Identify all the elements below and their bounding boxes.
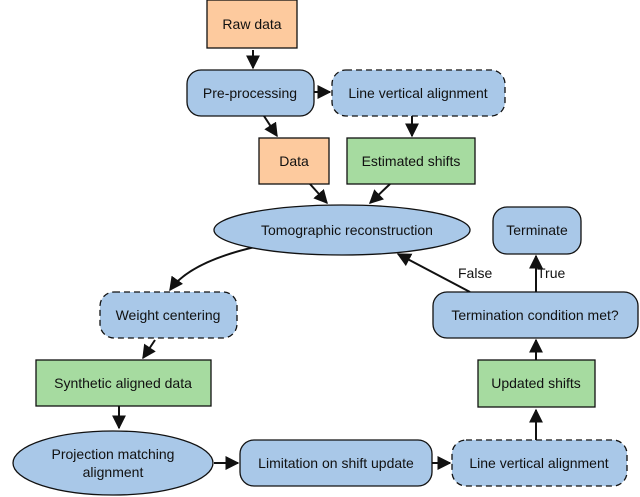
tomographic-reconstruction-label: Tomographic reconstruction xyxy=(261,222,433,238)
estimated-shifts-label: Estimated shifts xyxy=(362,153,461,169)
edges xyxy=(112,50,543,470)
terminate-node: Terminate xyxy=(492,206,582,255)
line-vertical-alignment-bottom-label: Line vertical alignment xyxy=(469,455,608,471)
line-vertical-alignment-top-label: Line vertical alignment xyxy=(348,85,487,101)
data-node: Data xyxy=(258,137,330,185)
edge-termination-to-tomo xyxy=(396,253,471,293)
termination-condition-label: Termination condition met? xyxy=(451,307,619,323)
limitation-on-shift-update-node: Limitation on shift update xyxy=(239,439,433,487)
termination-condition-node: Termination condition met? xyxy=(432,291,639,339)
raw-data-label: Raw data xyxy=(222,16,281,32)
raw-data-node: Raw data xyxy=(206,0,298,49)
terminate-label: Terminate xyxy=(506,222,568,238)
data-label: Data xyxy=(279,153,309,169)
estimated-shifts-node: Estimated shifts xyxy=(346,137,476,185)
pre-processing-node: Pre-processing xyxy=(186,69,315,117)
edge-tomo-to-weight xyxy=(169,246,256,292)
tomographic-reconstruction-node: Tomographic reconstruction xyxy=(213,204,471,256)
weight-centering-label: Weight centering xyxy=(116,307,221,323)
edge-data-to-tomo xyxy=(309,183,328,205)
updated-shifts-label: Updated shifts xyxy=(491,375,581,391)
projection-matching-alignment-node: Projection matching alignment xyxy=(12,430,214,496)
synthetic-aligned-data-label: Synthetic aligned data xyxy=(54,375,192,391)
pre-processing-label: Pre-processing xyxy=(203,85,297,101)
edge-preprocessing-to-data xyxy=(263,115,278,138)
line-vertical-alignment-bottom-node: Line vertical alignment xyxy=(451,439,628,487)
edge-estimated-to-tomo xyxy=(368,183,391,204)
true-edge-label: True xyxy=(537,265,565,281)
projection-matching-label-line1: Projection matching xyxy=(52,446,175,462)
updated-shifts-node: Updated shifts xyxy=(477,359,596,408)
false-edge-label: False xyxy=(458,265,492,281)
weight-centering-node: Weight centering xyxy=(99,291,238,339)
synthetic-aligned-data-node: Synthetic aligned data xyxy=(35,359,212,407)
line-vertical-alignment-top-node: Line vertical alignment xyxy=(331,69,506,117)
edge-weight-to-synthetic xyxy=(142,339,156,360)
limitation-on-shift-update-label: Limitation on shift update xyxy=(258,455,414,471)
projection-matching-label-line2: alignment xyxy=(83,464,144,480)
